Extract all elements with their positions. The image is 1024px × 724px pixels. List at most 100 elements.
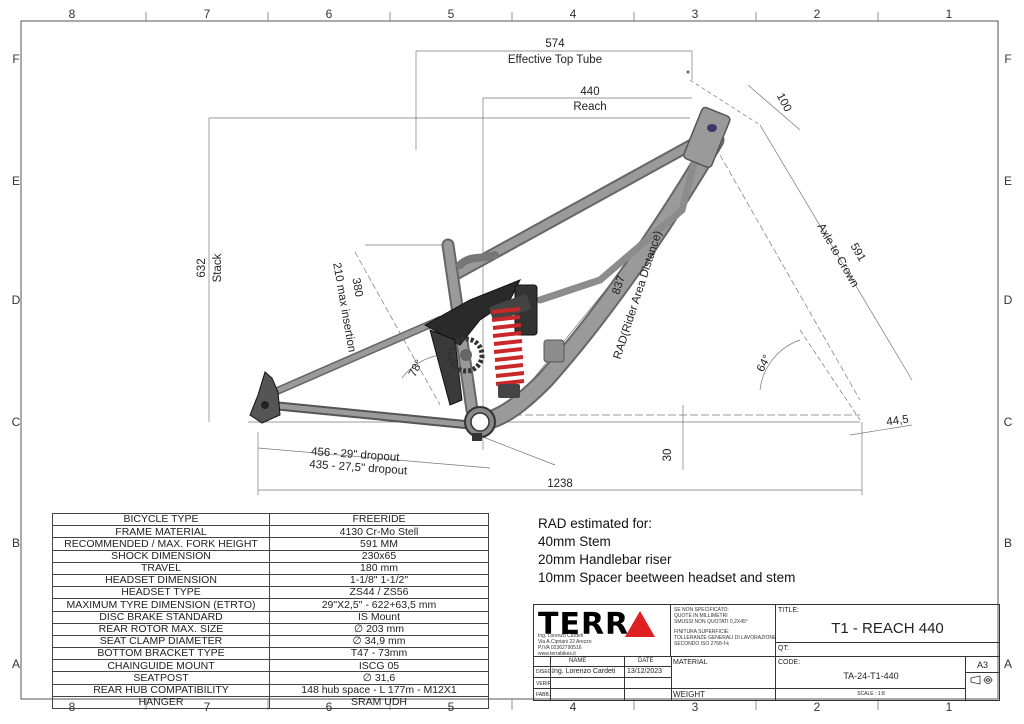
spec-row: SEATPOST∅ 31,6 bbox=[52, 671, 489, 685]
bottom-bracket bbox=[464, 406, 496, 441]
dimension-lines bbox=[208, 50, 913, 495]
ett-label: Effective Top Tube bbox=[508, 54, 602, 66]
spec-value: 591 MM bbox=[269, 537, 489, 551]
zone-letter: A bbox=[1004, 657, 1012, 671]
material-label: MATERIAL bbox=[673, 659, 708, 666]
spec-key: HEADSET DIMENSION bbox=[52, 573, 270, 588]
designer: Ing. Lorenzo Cardeti bbox=[552, 668, 616, 675]
weight-cell: WEIGHT bbox=[671, 689, 776, 700]
shock-spring bbox=[491, 307, 525, 386]
rad-note-line: 20mm Handlebar riser bbox=[538, 552, 672, 567]
atc-value: 591 bbox=[848, 241, 868, 264]
zone-number: 8 bbox=[69, 7, 76, 21]
zone-number: 6 bbox=[326, 7, 333, 21]
rad-value: 837 bbox=[610, 274, 627, 296]
spec-row: SEAT CLAMP DIAMETER∅ 34,9 mm bbox=[52, 634, 489, 649]
notes-cell: SE NON SPECIFICATO: QUOTE IN MILLIMETRI … bbox=[671, 605, 776, 657]
row-label: DISEG. bbox=[536, 669, 553, 675]
spec-key: HEADSET TYPE bbox=[52, 586, 270, 600]
zone-letter: C bbox=[1004, 415, 1013, 429]
zone-letter: F bbox=[1004, 52, 1011, 66]
spec-value: ∅ 203 mm bbox=[269, 622, 489, 636]
spec-key: BICYCLE TYPE bbox=[52, 512, 270, 527]
stack-label: Stack bbox=[212, 253, 224, 282]
bb-drop: 30 bbox=[662, 449, 674, 462]
spec-value: FREERIDE bbox=[269, 512, 489, 527]
note-line: SE NON SPECIFICATO: bbox=[674, 607, 729, 613]
spec-key: FRAME MATERIAL bbox=[52, 525, 270, 539]
reach-label: Reach bbox=[573, 101, 606, 113]
date-header: DATE bbox=[638, 658, 654, 664]
zone-number: 1 bbox=[946, 7, 953, 21]
date: 13/12/2023 bbox=[627, 668, 663, 675]
title-block: TERR Ing. Lorenzo Cardeti Via A.Cipriani… bbox=[533, 604, 1000, 701]
title-label: TITLE: bbox=[778, 607, 800, 614]
spec-value: 4130 Cr-Mo Stell bbox=[269, 525, 489, 539]
spec-key: MAXIMUM TYRE DIMENSION (ETRTO) bbox=[52, 598, 270, 612]
grid-line bbox=[671, 657, 672, 700]
stem-value: 100 bbox=[774, 91, 794, 114]
terra-logo: TERR bbox=[538, 607, 630, 642]
scale-cell: SCALE : 1:8 bbox=[776, 689, 966, 700]
zone-letter: B bbox=[1004, 536, 1012, 550]
spec-key: REAR HUB COMPATIBILITY bbox=[52, 683, 270, 697]
spec-key: REAR ROTOR MAX. SIZE bbox=[52, 622, 270, 636]
rad-note-line: 10mm Spacer beetween headset and stem bbox=[538, 570, 796, 585]
code-cell: CODE: TA-24-T1-440 bbox=[776, 657, 966, 689]
spec-key: BOTTOM BRACKET TYPE bbox=[52, 647, 270, 661]
offset: 44,5 bbox=[886, 414, 910, 429]
rocker-link bbox=[423, 279, 522, 406]
spec-value: 29"X2,5" - 622+63,5 mm bbox=[269, 598, 489, 612]
sig-row-dised: DISEG. Ing. Lorenzo Cardeti 13/12/2023 bbox=[534, 667, 671, 678]
rear-dropout bbox=[249, 371, 281, 424]
spec-value: 1-1/8" 1-1/2" bbox=[269, 573, 489, 588]
zone-letter: C bbox=[12, 415, 21, 429]
rad-note-line: 40mm Stem bbox=[538, 534, 611, 549]
zone-number: 2 bbox=[814, 7, 821, 21]
logo-cell: TERR Ing. Lorenzo Cardeti Via A.Cipriani… bbox=[534, 605, 671, 657]
qt-label: QT: bbox=[778, 645, 789, 652]
spec-row: REAR ROTOR MAX. SIZE∅ 203 mm bbox=[52, 622, 489, 636]
projection-cell bbox=[966, 673, 999, 689]
spec-key: TRAVEL bbox=[52, 561, 270, 575]
name-header: NAME bbox=[569, 658, 587, 664]
spec-key: SEAT CLAMP DIAMETER bbox=[52, 634, 270, 649]
spec-value: IS Mount bbox=[269, 610, 489, 624]
spec-value: ∅ 31,6 bbox=[269, 671, 489, 685]
sig-row-fabb: FABB. bbox=[534, 689, 671, 700]
material-cell: MATERIAL bbox=[671, 657, 776, 689]
rad-note-title: RAD estimated for: bbox=[538, 516, 653, 531]
zone-number: 3 bbox=[692, 7, 699, 21]
spec-value: 148 hub space - L 177m - M12X1 bbox=[269, 683, 489, 697]
spec-key: RECOMMENDED / MAX. FORK HEIGHT bbox=[52, 537, 270, 551]
projection-icon bbox=[970, 675, 993, 685]
note-line: SECONDO ISO 2768-f-k bbox=[674, 641, 730, 647]
seatpost-label: 210 max insertion bbox=[330, 262, 358, 353]
sheet-size: A3 bbox=[976, 660, 988, 670]
wheelbase: 1238 bbox=[547, 478, 573, 490]
spec-key: CHAINGUIDE MOUNT bbox=[52, 659, 270, 673]
zone-letter: D bbox=[1004, 293, 1013, 307]
scale: SCALE : 1:8 bbox=[857, 691, 885, 697]
head-tube bbox=[683, 106, 731, 169]
zone-number: 1 bbox=[946, 700, 953, 714]
spec-value: SRAM UDH bbox=[269, 695, 489, 710]
drawing-title: T1 - REACH 440 bbox=[831, 620, 944, 637]
zone-letter: E bbox=[12, 174, 20, 188]
zone-number: 3 bbox=[692, 700, 699, 714]
title-cell: TITLE: T1 - REACH 440 bbox=[776, 605, 999, 643]
spec-value: ZS44 / ZS56 bbox=[269, 586, 489, 600]
qt-cell: QT: bbox=[776, 643, 999, 657]
seatpost-value: 380 bbox=[349, 277, 364, 298]
zone-letter: B bbox=[12, 536, 20, 550]
sig-row-verif: VERIF bbox=[534, 678, 671, 689]
